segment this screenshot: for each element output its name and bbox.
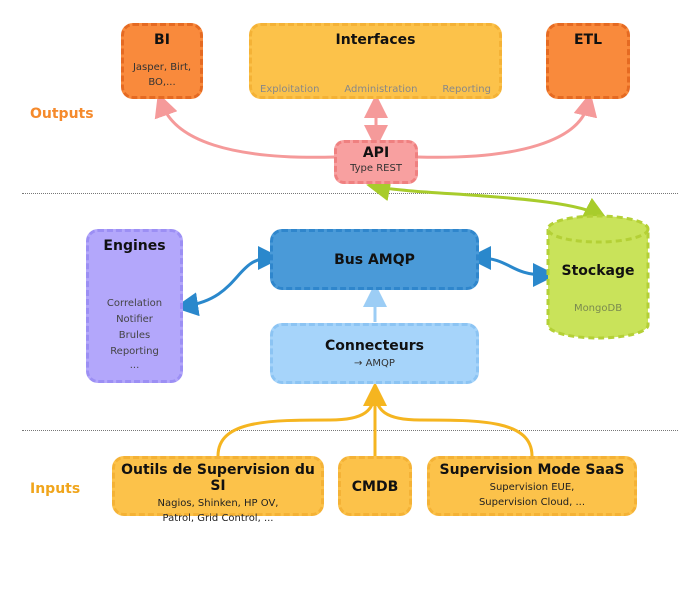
arrow-outils-connecteurs bbox=[216, 391, 377, 457]
bus-amqp-title: Bus AMQP bbox=[334, 252, 415, 268]
interfaces-item-exploitation: Exploitation bbox=[260, 84, 320, 95]
outils-supervision-title: Outils de Supervision du SI bbox=[121, 462, 315, 494]
separator-bottom bbox=[22, 430, 678, 431]
etl-box: ETL bbox=[546, 23, 630, 99]
stockage-cylinder: Stockage MongoDB bbox=[545, 213, 651, 341]
arrow-api-etl bbox=[416, 92, 598, 159]
outils-supervision-line-2: Patrol, Grid Control, ... bbox=[162, 513, 274, 524]
saas-title: Supervision Mode SaaS bbox=[439, 462, 625, 478]
engines-box: Engines Correlation Notifier Brules Repo… bbox=[86, 229, 183, 383]
arrow-bus-engines bbox=[174, 246, 282, 317]
arrow-api-stockage bbox=[366, 177, 608, 220]
bi-line-1: Jasper, Birt, bbox=[132, 62, 192, 73]
connecteurs-box: Connecteurs → AMQP bbox=[270, 323, 479, 384]
bus-amqp-box: Bus AMQP bbox=[270, 229, 479, 290]
engines-item-brules: Brules bbox=[118, 330, 151, 341]
cmdb-title: CMDB bbox=[351, 479, 399, 495]
engines-item-notifier: Notifier bbox=[116, 314, 153, 325]
engines-item-more: ... bbox=[129, 360, 140, 371]
api-title: API bbox=[362, 145, 390, 161]
saas-line-2: Supervision Cloud, ... bbox=[478, 497, 586, 508]
interfaces-item-reporting: Reporting bbox=[442, 84, 491, 95]
bi-line-2: BO,... bbox=[148, 77, 176, 88]
bi-box: BI Jasper, Birt, BO,... bbox=[121, 23, 203, 99]
stockage-shape bbox=[546, 214, 650, 340]
stockage-title: Stockage bbox=[561, 263, 635, 279]
arrow-api-bi bbox=[154, 92, 336, 159]
engines-item-correlation: Correlation bbox=[106, 298, 163, 309]
bi-title: BI bbox=[154, 32, 170, 48]
engines-item-reporting: Reporting bbox=[110, 346, 159, 357]
arrow-saas-connecteurs bbox=[373, 391, 534, 457]
saas-box: Supervision Mode SaaS Supervision EUE, S… bbox=[427, 456, 637, 516]
api-subtitle: Type REST bbox=[350, 163, 402, 174]
outils-supervision-box: Outils de Supervision du SI Nagios, Shin… bbox=[112, 456, 324, 524]
arrow-bus-stockage bbox=[467, 246, 557, 287]
interfaces-title: Interfaces bbox=[335, 32, 416, 48]
connecteurs-title: Connecteurs bbox=[324, 338, 424, 354]
connecteurs-subtitle: → AMQP bbox=[354, 358, 395, 369]
outputs-label: Outputs bbox=[30, 106, 94, 122]
separator-top bbox=[22, 193, 678, 194]
saas-line-1: Supervision EUE, bbox=[489, 482, 575, 493]
api-box: API Type REST bbox=[334, 140, 418, 184]
interfaces-item-administration: Administration bbox=[344, 84, 418, 95]
engines-title: Engines bbox=[103, 238, 166, 254]
interfaces-box: Interfaces Exploitation Administration R… bbox=[249, 23, 502, 99]
inputs-label: Inputs bbox=[30, 481, 81, 497]
cmdb-box: CMDB bbox=[338, 456, 412, 516]
stockage-subtitle: MongoDB bbox=[573, 303, 623, 314]
outils-supervision-line-1: Nagios, Shinken, HP OV, bbox=[157, 498, 279, 509]
etl-title: ETL bbox=[573, 32, 603, 48]
